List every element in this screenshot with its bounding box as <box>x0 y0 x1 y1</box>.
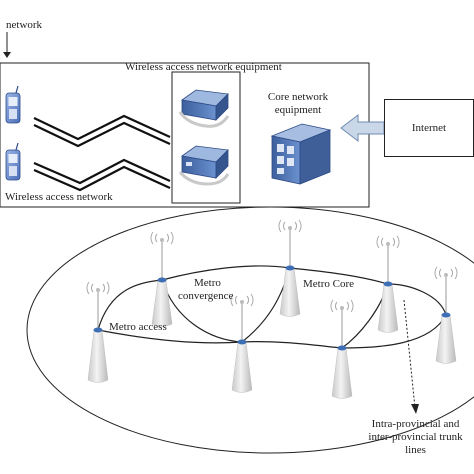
wireless-equipment-label: Wireless access network equipment <box>125 61 282 73</box>
internet-arrow <box>340 113 385 143</box>
wireless-router-icon <box>178 145 230 186</box>
metro-convergence-line2: convergence <box>178 290 234 302</box>
internet-box: Internet <box>384 99 474 157</box>
wireless-access-panel <box>0 62 370 208</box>
metro-convergence-label: Metro convergence <box>178 277 233 303</box>
trunk-lines-arrow <box>403 299 419 414</box>
network-label: network <box>6 19 43 31</box>
mobile-phone-icon <box>5 85 21 124</box>
metro-ellipse <box>26 206 474 454</box>
trunk-line1: Intra-provincial and <box>371 418 460 430</box>
wireless-link-lower <box>33 158 171 192</box>
core-equipment-label: Core network equipment <box>262 91 334 117</box>
mobile-phone-icon <box>5 142 21 181</box>
wireless-equipment-box <box>171 71 241 204</box>
trunk-line2: inter-provincial trunk <box>368 431 463 443</box>
trunk-lines-label: Intra-provincial and inter-provincial tr… <box>357 418 474 457</box>
base-station-tower-icon <box>86 281 110 383</box>
wireless-network-label: Wireless access network <box>5 191 113 203</box>
metro-core-label: Metro Core <box>303 278 355 290</box>
base-station-tower-icon <box>230 293 254 393</box>
wireless-router-icon <box>178 89 230 128</box>
base-station-tower-icon <box>330 299 354 399</box>
core-equipment-line1: Core network <box>267 91 329 103</box>
metro-convergence-line1: Metro <box>194 277 221 289</box>
wireless-link-upper <box>33 114 171 148</box>
base-station-tower-icon <box>376 235 400 333</box>
base-station-tower-icon <box>434 266 458 364</box>
network-down-arrow <box>3 32 11 58</box>
base-station-tower-icon <box>278 219 302 317</box>
trunk-line3: lines <box>405 444 426 456</box>
core-equipment-line2: equipment <box>274 104 322 116</box>
metro-access-label: Metro access <box>109 321 167 333</box>
core-server-icon <box>270 123 332 185</box>
internet-label: Internet <box>411 122 447 134</box>
base-station-tower-icon <box>150 231 174 327</box>
